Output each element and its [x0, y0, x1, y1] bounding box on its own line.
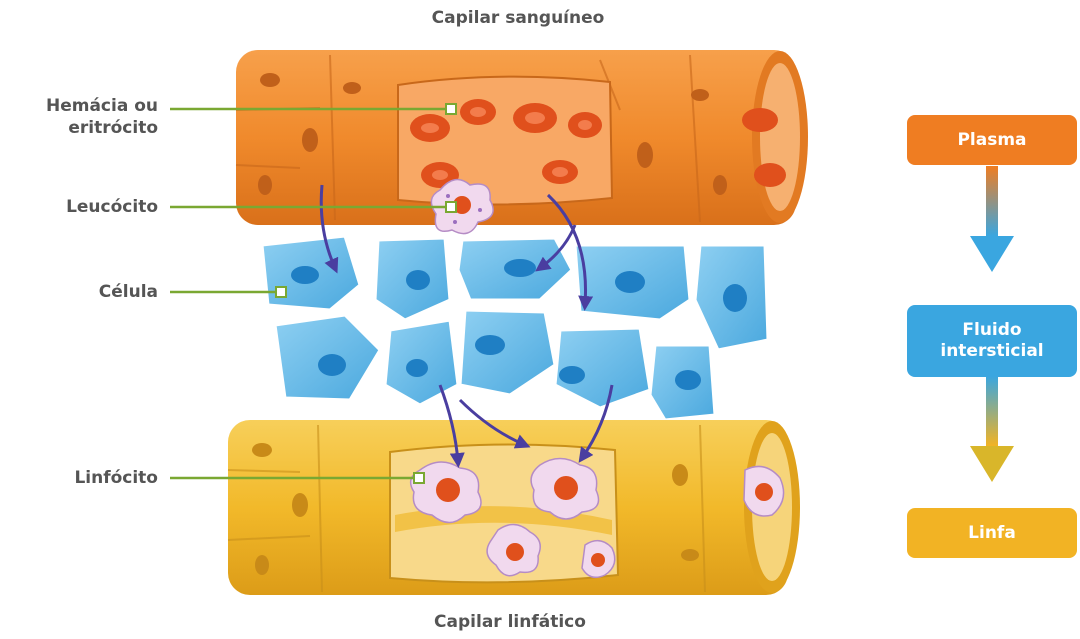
label-leucocito: Leucócito — [10, 196, 158, 218]
label-hemacia-line1: Hemácia ou — [10, 95, 158, 117]
flow-arrow-fluido-to-linfa — [970, 376, 1014, 482]
flow-box-fluido-line1: Fluido — [962, 320, 1021, 341]
label-celula: Célula — [10, 281, 158, 303]
lymph-capillary — [228, 420, 800, 595]
title-blood-capillary: Capilar sanguíneo — [318, 8, 718, 28]
label-hemacia: Hemácia ou eritrócito — [10, 95, 158, 139]
flow-box-fluido-intersticial: Fluido intersticial — [907, 305, 1077, 377]
tissue-cells — [262, 236, 768, 420]
flow-box-fluido-line2: intersticial — [940, 341, 1043, 362]
label-hemacia-line2: eritrócito — [10, 117, 158, 139]
flow-box-plasma: Plasma — [907, 115, 1077, 165]
title-lymph-capillary: Capilar linfático — [310, 612, 710, 632]
label-linfocito: Linfócito — [10, 467, 158, 489]
flow-box-linfa: Linfa — [907, 508, 1077, 558]
flow-arrow-plasma-to-fluido — [970, 166, 1014, 272]
